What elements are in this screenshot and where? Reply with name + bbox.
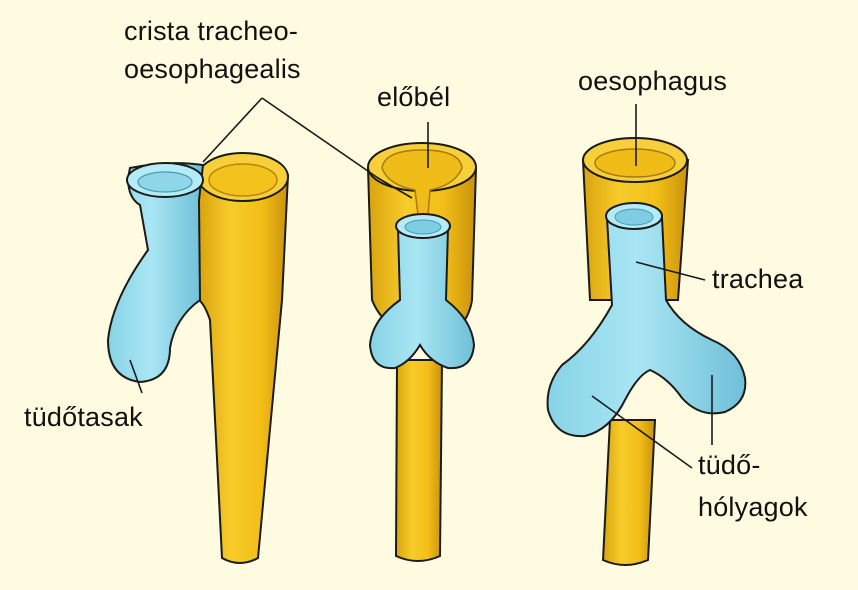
leader-crista-stage2 <box>261 97 413 199</box>
stage-3-oesophagus-lower <box>601 419 657 566</box>
stage-2-foregut-lower <box>394 359 444 562</box>
leader-tudo-holyagok-left <box>591 395 693 469</box>
stage-2-lung-bud-lumen <box>404 219 442 235</box>
leader-crista-stage1 <box>202 97 263 163</box>
label-tudo-holyagok-line2: hólyagok <box>698 492 808 522</box>
label-elobel: előbél <box>377 82 451 112</box>
label-crista-line2: oesophagealis <box>124 54 301 84</box>
stage-3-structure <box>546 137 747 566</box>
stage-1-structure <box>106 152 290 564</box>
label-oesophagus: oesophagus <box>578 66 728 96</box>
label-trachea: trachea <box>712 264 804 294</box>
stage-2-foregut-lumen <box>381 149 463 216</box>
stage-1-lung-bud-lumen <box>137 171 193 193</box>
leader-tudotasak <box>129 359 143 394</box>
label-tudotasak: tüdőtasak <box>24 402 143 432</box>
stage-1-foregut-lumen <box>208 163 278 197</box>
stage-3-trachea-lungs <box>546 217 747 438</box>
leader-lines <box>129 97 713 469</box>
stage-1-foregut-tube <box>198 174 290 564</box>
stage-3-trachea-lumen <box>614 208 654 226</box>
stage-1-lung-bud <box>106 162 205 384</box>
label-crista-line1: crista tracheo- <box>124 16 299 46</box>
label-tudo-holyagok-line1: tüdő- <box>698 450 761 480</box>
leader-trachea <box>635 261 706 281</box>
stage-2-lung-bud <box>368 227 476 370</box>
stage-2-structure <box>366 142 478 562</box>
stage-3-oesophagus-lumen <box>594 148 676 178</box>
